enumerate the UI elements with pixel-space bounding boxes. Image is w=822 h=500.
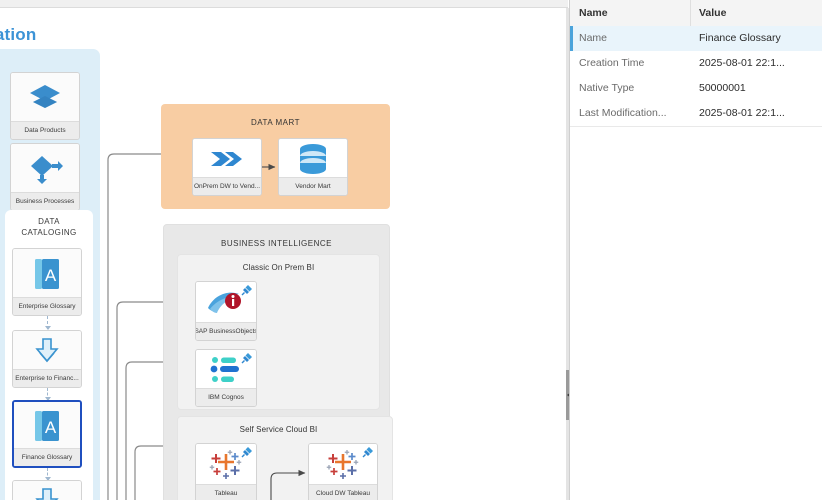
svg-text:A: A (45, 266, 57, 285)
tableau-icon (196, 444, 256, 485)
data-cataloging-header-line1: DATA (38, 217, 60, 226)
sidebar-item-label: Enterprise Glossary (13, 297, 81, 315)
properties-grid-header: Name Value (570, 0, 822, 27)
sidebar-item-partial[interactable] (12, 480, 82, 500)
row-name: Creation Time (579, 57, 645, 69)
diagram-canvas[interactable]: ration Data Products (0, 8, 566, 500)
row-name: Last Modification... (579, 107, 667, 119)
node-tableau[interactable]: Tableau (195, 443, 257, 500)
table-row[interactable]: Last Modification... 2025-08-01 22:1... (570, 101, 822, 127)
row-name: Native Type (579, 82, 635, 94)
book-a-icon: A (14, 402, 80, 449)
plug-icon (362, 446, 374, 458)
group-title-business-intelligence: BUSINESS INTELLIGENCE (221, 239, 332, 248)
column-header-name[interactable]: Name (579, 7, 608, 19)
double-chevron-icon (193, 139, 261, 178)
node-label: Vendor Mart (279, 177, 347, 195)
node-label: Tableau (196, 484, 256, 500)
group-title-data-mart: DATA MART (251, 118, 300, 127)
sidebar-item-enterprise-glossary[interactable]: A Enterprise Glossary (12, 248, 82, 316)
row-name: Name (579, 32, 608, 44)
subgroup-classic-on-prem-bi: Classic On Prem BI (177, 254, 380, 410)
plug-icon (241, 446, 253, 458)
sap-businessobjects-icon (196, 282, 256, 323)
row-selection-accent (570, 26, 573, 51)
sidebar-item-finance-glossary[interactable]: A Finance Glossary (12, 400, 82, 468)
layers-icon (11, 73, 79, 122)
sidebar-item-label: Enterprise to Financ... (13, 369, 81, 387)
plug-icon (241, 284, 253, 296)
node-cloud-dw-tableau[interactable]: Cloud DW Tableau (308, 443, 378, 500)
row-value: 50000001 (699, 82, 746, 94)
subgroup-title-classic-on-prem-bi: Classic On Prem BI (242, 263, 315, 272)
node-label: Cloud DW Tableau (309, 484, 377, 500)
sidebar-item-business-processes[interactable]: Business Processes (10, 143, 80, 211)
column-separator[interactable] (690, 0, 691, 26)
node-ibm-cognos[interactable]: IBM Cognos (195, 349, 257, 407)
group-data-mart: DATA MART OnPrem DW to Vend... (161, 104, 390, 209)
table-row[interactable]: Creation Time 2025-08-01 22:1... (570, 51, 822, 77)
sidebar-item-label: Data Products (11, 121, 79, 139)
down-arrow-icon (13, 331, 81, 370)
row-value: Finance Glossary (699, 32, 781, 44)
page-title: ration (0, 25, 37, 44)
node-label: IBM Cognos (196, 388, 256, 406)
connector-dashed (45, 468, 51, 481)
node-label: OnPrem DW to Vend... (193, 177, 261, 195)
svg-text:A: A (45, 418, 57, 437)
node-label: SAP BusinessObjects (196, 322, 256, 340)
process-diamond-icon (11, 144, 79, 193)
row-value: 2025-08-01 22:1... (699, 57, 785, 69)
plug-icon (241, 352, 253, 364)
book-a-icon: A (13, 249, 81, 298)
table-row[interactable]: Name Finance Glossary (570, 26, 822, 52)
top-toolbar-strip (0, 0, 568, 8)
sidebar-item-label: Finance Glossary (14, 448, 80, 466)
ibm-cognos-icon (196, 350, 256, 389)
group-business-intelligence: BUSINESS INTELLIGENCE Classic On Prem BI (163, 224, 393, 500)
connector-dashed (45, 316, 51, 330)
node-onprem-dw-to-vendor[interactable]: OnPrem DW to Vend... (192, 138, 262, 196)
node-vendor-mart[interactable]: Vendor Mart (278, 138, 348, 196)
edge-mart-internal (262, 163, 276, 171)
edge-cloud-dw (270, 469, 306, 500)
down-arrow-icon (13, 481, 81, 500)
properties-panel: Name Value Name Finance Glossary Creatio… (569, 0, 822, 500)
subgroup-self-service-cloud-bi: Self Service Cloud BI (177, 416, 393, 500)
row-value: 2025-08-01 22:1... (699, 107, 785, 119)
column-header-value[interactable]: Value (699, 7, 727, 19)
table-row[interactable]: Native Type 50000001 (570, 76, 822, 102)
sidebar-item-enterprise-to-finance[interactable]: Enterprise to Financ... (12, 330, 82, 388)
node-sap-businessobjects[interactable]: SAP BusinessObjects (195, 281, 257, 341)
data-cataloging-header-line2: CATALOGING (21, 228, 77, 237)
database-icon (279, 139, 347, 178)
sidebar-item-label: Business Processes (11, 192, 79, 210)
sidebar-item-data-products[interactable]: Data Products (10, 72, 80, 140)
data-cataloging-header: DATA CATALOGING (5, 216, 93, 238)
subgroup-title-self-service-cloud-bi: Self Service Cloud BI (239, 425, 318, 434)
connector-dashed (45, 388, 51, 401)
